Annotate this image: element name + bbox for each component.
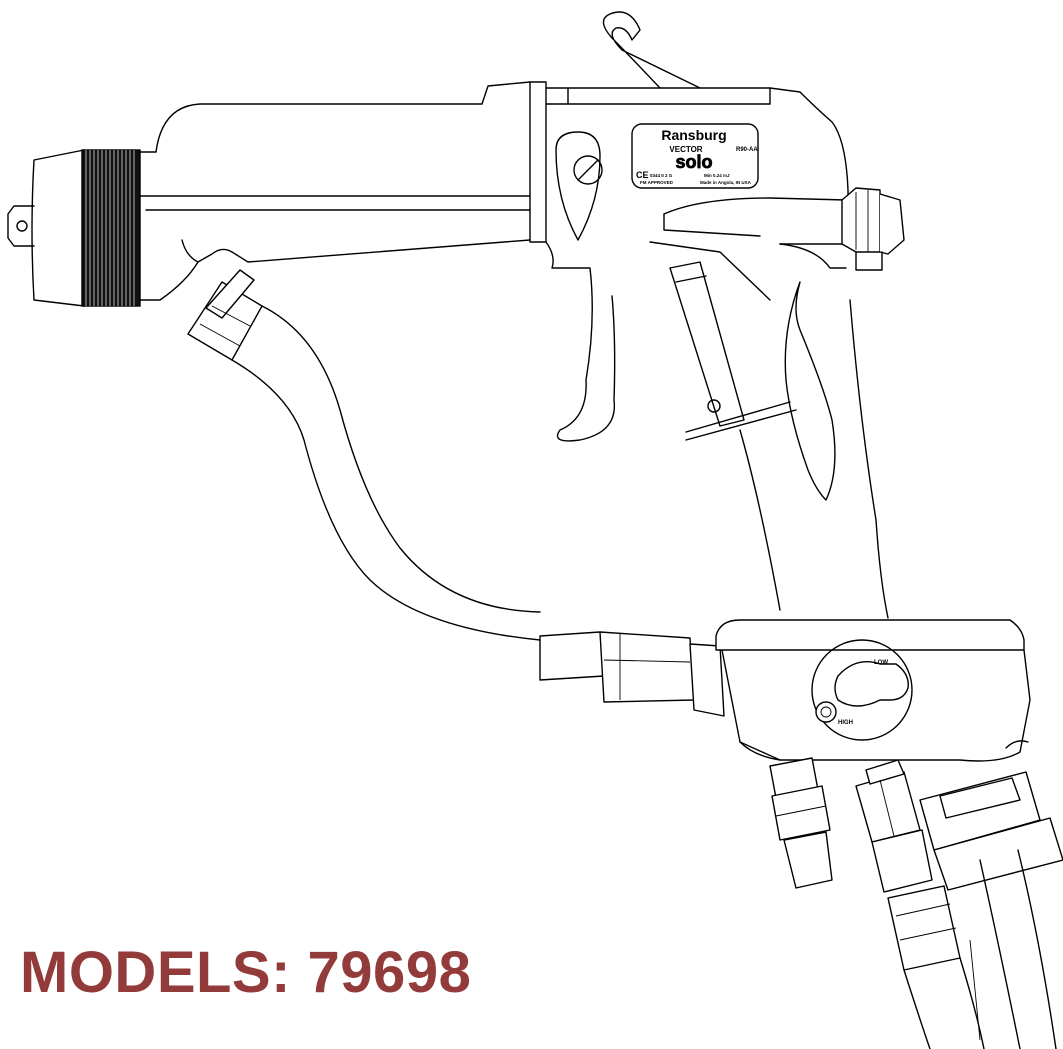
nameplate-spec-right: Min 0.24 mJ [704,173,730,178]
nozzle-cap [7,149,141,307]
base-manifold: LOW HIGH [715,619,1031,762]
nameplate-spec-left: 0344 II 2 G [650,173,673,178]
nameplate-line: VECTOR [669,145,702,154]
models-caption: MODELS: 79698 [20,940,472,1005]
nameplate-ce-mark: CE [636,170,649,180]
nameplate-brand: Ransburg [661,127,726,143]
nameplate-spec-left2: FM APPROVED [640,180,674,185]
bottom-fittings [769,757,1063,1049]
nameplate: Ransburg VECTOR solo R90-AA CE 0344 II 2… [631,123,759,189]
rear-valve-nut [841,187,905,271]
nameplate-spec-right2: Made in Angola, IN USA [700,180,752,185]
barrel [139,81,531,301]
fluid-hose [187,269,725,717]
selector-low-label: LOW [874,660,888,666]
nameplate-model: solo [675,152,712,172]
gun-handle [529,11,889,619]
selector-high-label: HIGH [838,720,853,726]
nameplate-code: R90-AA [736,147,758,153]
